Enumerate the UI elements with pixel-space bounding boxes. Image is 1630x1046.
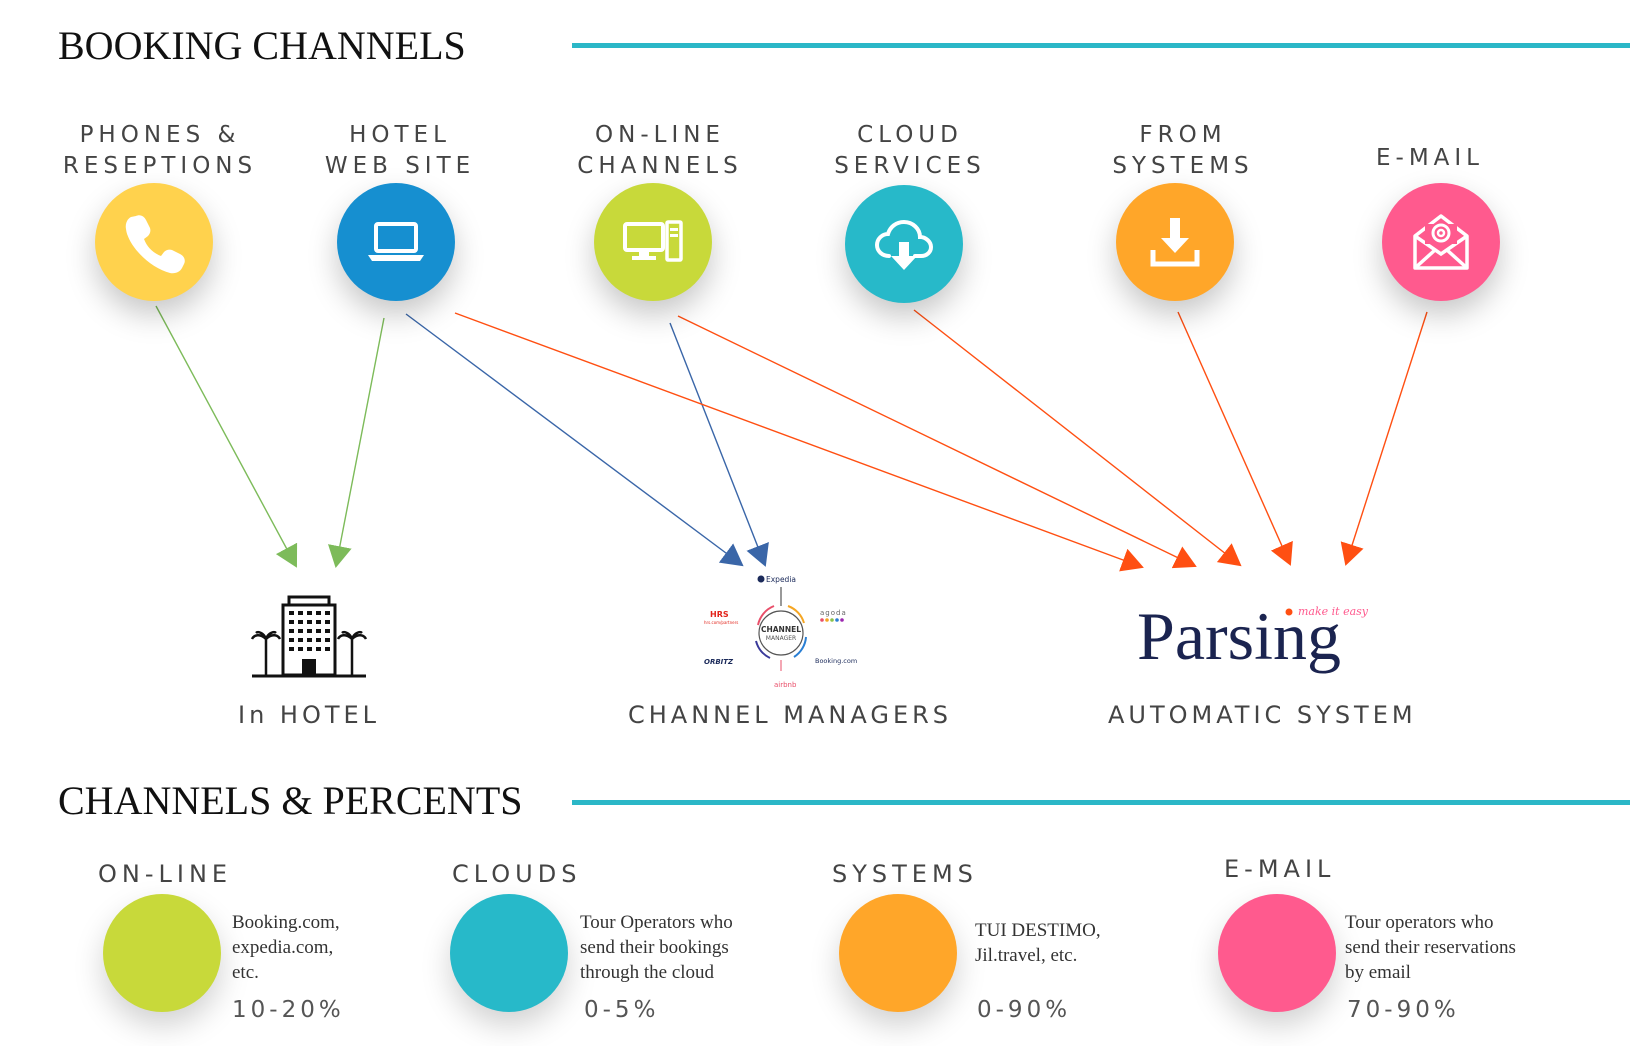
online-description: Booking.com,expedia.com,etc.: [232, 912, 340, 983]
arrow-systems-to-automatic: [1177, 311, 1293, 566]
desktop-computer-icon: [623, 220, 683, 262]
arrow-online-to-automatic: [677, 315, 1197, 569]
systems-percent-circle: [839, 894, 957, 1012]
systems-description: TUI DESTIMO,Jil.travel, etc.: [975, 920, 1101, 966]
channels-percents-rule: [572, 800, 1630, 805]
email-percent-circle: [1218, 894, 1336, 1012]
svg-text:HRS: HRS: [710, 610, 729, 619]
svg-text:Parsing: Parsing: [1137, 598, 1341, 674]
phone-icon: [125, 215, 185, 274]
systems-percent-value: 0-90%: [977, 997, 1072, 1023]
booking-channels-rule: [572, 43, 1630, 48]
booking-channels-title: BOOKING CHANNELS: [58, 23, 466, 68]
clouds-percent-value: 0-5%: [584, 997, 660, 1023]
online-circle: [594, 183, 712, 301]
svg-text:make it easy: make it easy: [1298, 605, 1369, 618]
arrow-online-to-channel-managers: [669, 322, 769, 567]
online-percent-circle: [103, 894, 221, 1012]
clouds-percent-circle: [450, 894, 568, 1012]
arrow-website-to-hotel: [328, 317, 385, 568]
parsing-logo: Parsing make it easy: [1137, 598, 1369, 674]
arrow-email-to-automatic: [1340, 311, 1428, 566]
arrow-website-to-channel-managers: [405, 313, 744, 567]
cloud-circle: [845, 185, 963, 303]
channel-label-phones: PHONES &RESEPTIONS: [62, 122, 258, 179]
svg-text:MANAGER: MANAGER: [766, 635, 796, 642]
hotel-building-icon: [250, 595, 368, 678]
percent-label-clouds: CLOUDS: [452, 860, 582, 888]
percent-label-email: E-MAIL: [1224, 855, 1336, 883]
email-icon: [1413, 214, 1469, 270]
svg-text:CHANNEL: CHANNEL: [761, 625, 801, 634]
channel-label-email: E-MAIL: [1375, 145, 1484, 171]
website-circle: [337, 183, 455, 301]
download-icon: [1150, 218, 1200, 267]
destination-label-hotel: In HOTEL: [238, 701, 381, 729]
percent-label-systems: SYSTEMS: [832, 860, 978, 888]
arrow-cloud-to-automatic: [913, 309, 1242, 567]
email-circle: [1382, 183, 1500, 301]
email-percent-value: 70-90%: [1347, 997, 1460, 1023]
destination-label-channel-managers: CHANNEL MANAGERS: [628, 701, 953, 729]
svg-text:airbnb: airbnb: [774, 681, 797, 689]
arrow-website-to-automatic: [454, 312, 1144, 572]
channels-percents-title: CHANNELS & PERCENTS: [58, 778, 523, 823]
cloud-download-icon: [874, 219, 934, 270]
svg-text:Booking.com: Booking.com: [815, 657, 857, 665]
systems-circle: [1116, 183, 1234, 301]
phones-circle: [95, 183, 213, 301]
svg-text:hrs.com/partners: hrs.com/partners: [704, 620, 738, 625]
percent-label-online: ON-LINE: [98, 860, 233, 888]
destination-label-automatic-system: AUTOMATIC SYSTEM: [1108, 701, 1417, 729]
laptop-icon: [368, 222, 424, 261]
svg-text:agoda: agoda: [820, 609, 847, 617]
online-percent-value: 10-20%: [232, 997, 345, 1023]
arrow-phones-to-hotel: [155, 305, 298, 568]
svg-text:Expedia: Expedia: [766, 575, 796, 584]
svg-text:ORBITZ: ORBITZ: [704, 658, 734, 666]
channel-manager-diagram-icon: CHANNEL MANAGER Expedia agoda Booking.co…: [704, 575, 857, 689]
